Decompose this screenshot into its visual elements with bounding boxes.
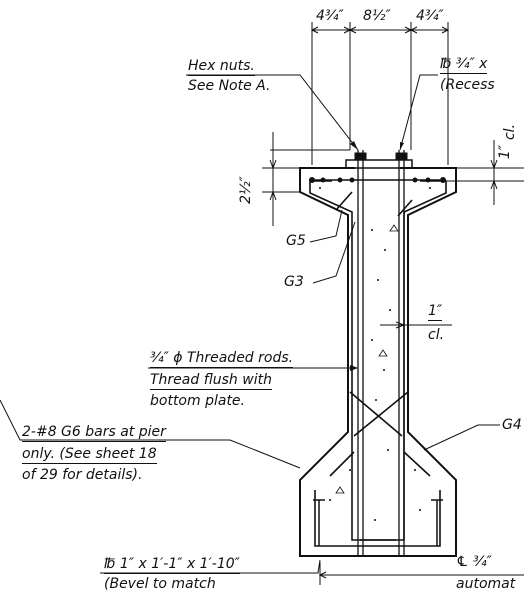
leader-lines [0, 75, 500, 573]
bar-dots [309, 177, 446, 183]
aggregate-marks [336, 225, 398, 493]
callout-g4: G4 [502, 417, 522, 433]
callout-hex-nuts-line2: See Note A. [188, 78, 271, 94]
dim-top-left: 4³⁄₄″ [316, 8, 344, 24]
callout-g3: G3 [284, 274, 304, 290]
concrete-stipple [319, 187, 431, 521]
callout-plate-top-line2: (Recess [440, 77, 495, 93]
dim-right-top-clear-unit: cl. [502, 123, 519, 141]
callout-rods-line1: ³⁄₄″ ϕ Threaded rods. [150, 350, 294, 368]
top-plate [345, 159, 413, 169]
callout-plate-top-line1: ℔ ³⁄₄″ x [440, 56, 488, 74]
left-dimension [262, 132, 350, 226]
leader-arrowheads [350, 141, 404, 371]
right-clear-dimension [440, 140, 524, 205]
callout-rods-line3: bottom plate. [150, 393, 245, 409]
rebar [310, 180, 446, 546]
dim-top-right: 4³⁄₄″ [416, 8, 444, 24]
callout-bars-line3: of 29 for details). [22, 467, 143, 483]
callout-bars-line2: only. (See sheet 18 [22, 446, 157, 464]
callout-plate-bottom-line2: (Bevel to match [104, 576, 216, 592]
callout-g5: G5 [286, 233, 306, 249]
callout-centerline-line1: ℄ ³⁄₄″ [456, 554, 492, 570]
hex-nut-left [354, 152, 367, 161]
callout-hex-nuts-line1: Hex nuts. [188, 58, 255, 76]
dim-top-mid: 8½″ [363, 8, 391, 24]
callout-centerline-line2: automat [456, 576, 516, 592]
callout-bars-line1: 2-#8 G6 bars at pier [22, 424, 166, 442]
dim-web-clear-unit: cl. [428, 327, 445, 343]
dim-right-top-clear: 1″ [497, 144, 514, 160]
anchor-bolts [313, 500, 443, 546]
section-outline [300, 168, 456, 556]
dim-left-height: 2½″ [237, 176, 254, 204]
top-dimension-chain [312, 22, 448, 165]
web-clear-dimension [380, 322, 452, 328]
callout-rods-line2: Thread flush with [150, 372, 272, 390]
dim-web-clear: 1″ [428, 303, 443, 321]
hex-nut-right [395, 152, 408, 161]
callout-plate-bottom-line1: ℔ 1″ x 1′-1″ x 1′-10″ [104, 556, 240, 574]
bottom-dimension [320, 562, 524, 585]
